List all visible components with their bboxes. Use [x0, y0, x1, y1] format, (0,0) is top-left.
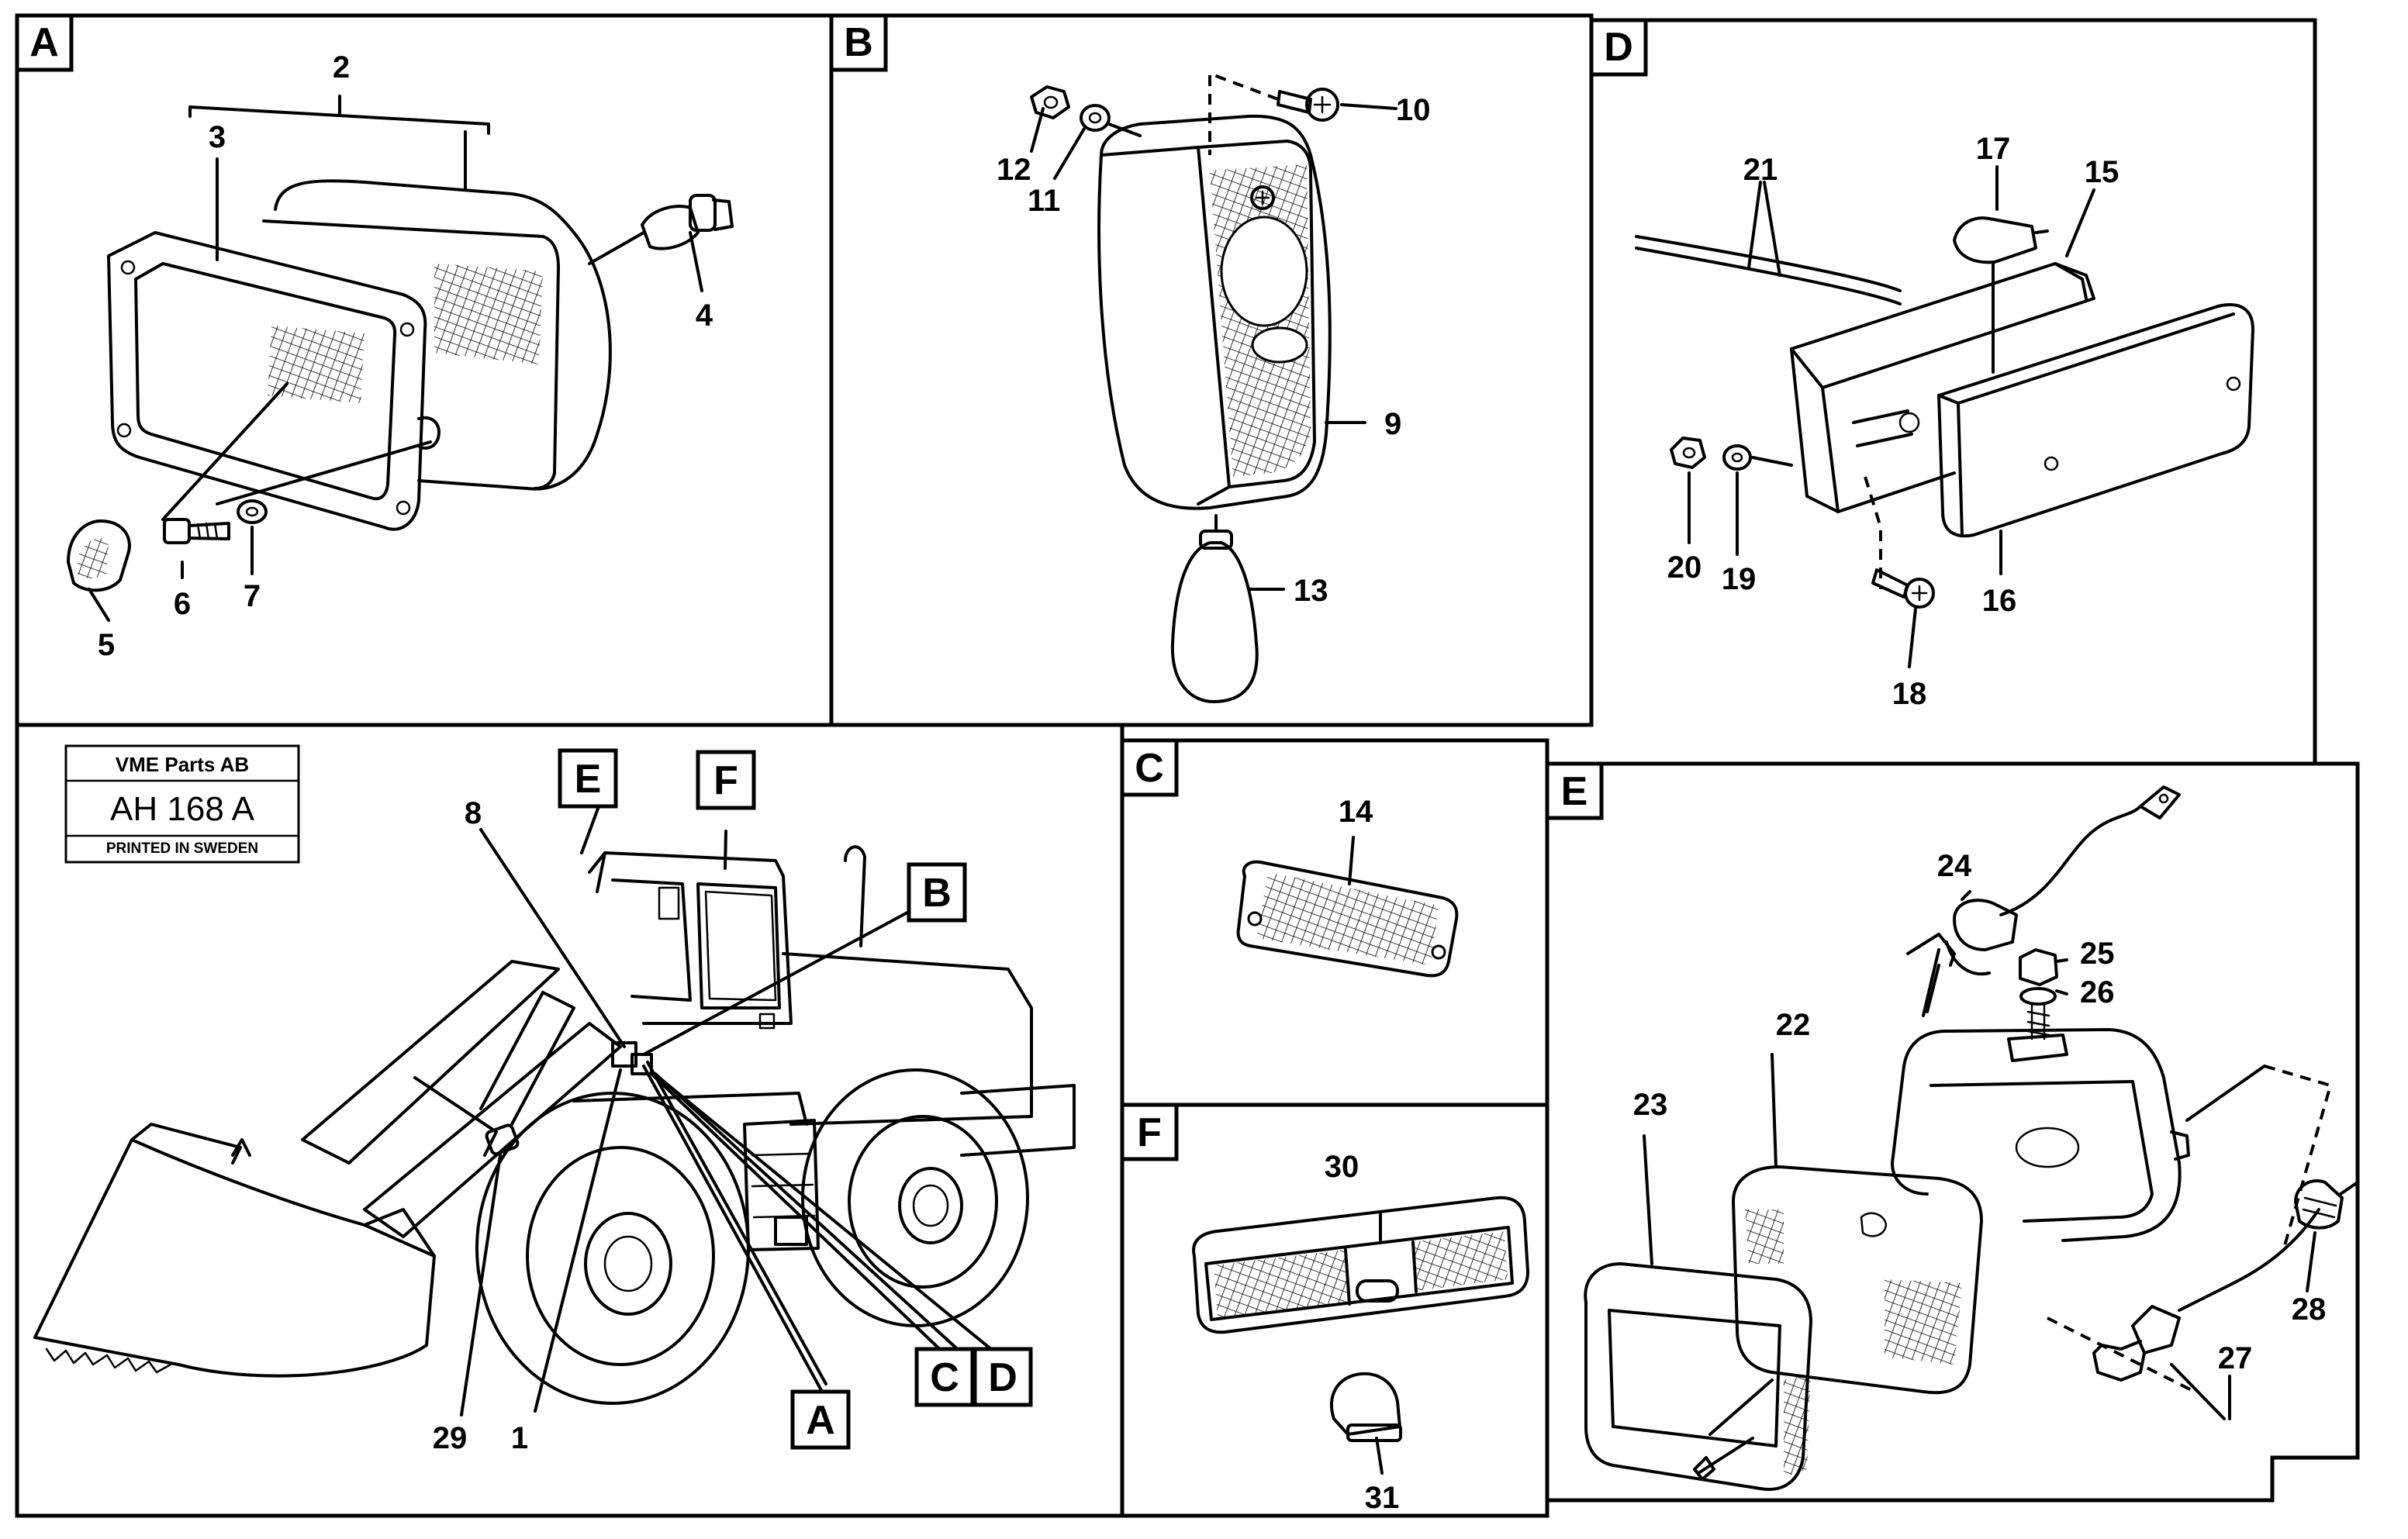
callout-18: 18: [1892, 677, 1927, 711]
callout-22: 22: [1776, 1008, 1811, 1042]
callout-24: 24: [1937, 849, 1972, 883]
tag-f: F: [713, 758, 738, 803]
callout-3: 3: [209, 120, 226, 154]
panel-e: E: [1545, 761, 2359, 1491]
drawing-code: AH 168 A: [110, 790, 255, 828]
callout-4: 4: [696, 298, 713, 333]
panel-letter-b: B: [844, 20, 873, 65]
printed-note: PRINTED IN SWEDEN: [106, 840, 258, 857]
callout-11: 11: [1028, 184, 1060, 218]
callout-21: 21: [1743, 153, 1778, 187]
callout-17: 17: [1976, 132, 2011, 166]
panel-letter-e: E: [1561, 769, 1588, 814]
callout-25: 25: [2080, 937, 2115, 971]
panel-letter-d: D: [1604, 25, 1633, 70]
tag-d: D: [988, 1355, 1017, 1400]
panel-frames: [15, 13, 2360, 1518]
callout-27: 27: [2218, 1341, 2253, 1375]
callout-19: 19: [1722, 562, 1757, 596]
callout-31: 31: [1365, 1481, 1400, 1515]
callout-9: 9: [1384, 407, 1401, 441]
callout-6: 6: [174, 587, 191, 621]
tag-c: C: [930, 1355, 959, 1400]
panel-c: C 14: [1120, 738, 1459, 978]
tag-e: E: [575, 757, 602, 802]
panel-letter-c: C: [1135, 746, 1164, 791]
panel-letter-a: A: [29, 20, 59, 65]
callout-15: 15: [2085, 155, 2120, 189]
callout-12: 12: [997, 153, 1031, 187]
callout-26: 26: [2080, 975, 2115, 1009]
tag-b: B: [922, 871, 952, 916]
panel-overview: VME Parts AB AH 168 A PRINTED IN SWEDEN: [33, 744, 1076, 1455]
panel-b: B 10 12 11 9 13: [829, 13, 1431, 703]
callout-20: 20: [1667, 550, 1702, 585]
title-block: VME Parts AB AH 168 A PRINTED IN SWEDEN: [64, 744, 300, 864]
callout-1: 1: [511, 1421, 528, 1455]
company-name: VME Parts AB: [116, 753, 249, 776]
callout-28: 28: [2292, 1292, 2327, 1327]
panel-f: F 30 31: [1120, 1102, 1529, 1515]
callout-8: 8: [465, 796, 482, 830]
panel-a: A: [15, 13, 734, 662]
callout-13: 13: [1294, 574, 1328, 608]
callout-14: 14: [1339, 795, 1373, 829]
callout-5: 5: [98, 628, 115, 662]
callout-16: 16: [1982, 584, 2017, 618]
callout-29: 29: [433, 1421, 468, 1455]
tag-a: A: [806, 1398, 835, 1443]
callout-30: 30: [1325, 1150, 1359, 1184]
panel-d: D: [1589, 18, 2254, 711]
panel-letter-f: F: [1137, 1110, 1162, 1155]
callout-2: 2: [333, 50, 350, 85]
callout-23: 23: [1633, 1088, 1668, 1122]
callout-10: 10: [1396, 93, 1431, 127]
callout-7: 7: [244, 579, 261, 613]
